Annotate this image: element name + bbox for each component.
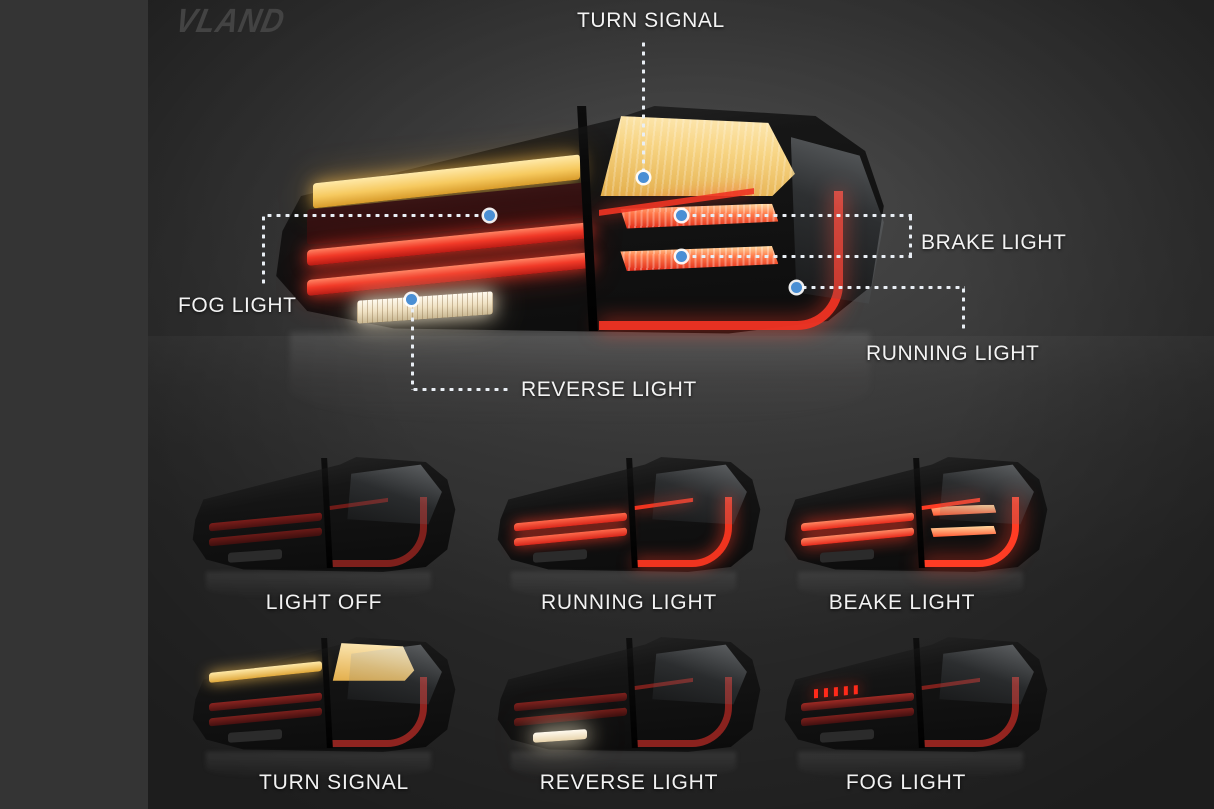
thumbnail-light-off <box>190 452 458 598</box>
thumb-brake-led-upper <box>930 504 997 516</box>
left-margin-band <box>0 0 148 809</box>
callout-dot-running-light <box>791 282 802 293</box>
thumb-reflection <box>206 572 432 598</box>
leader-line-fog-vert <box>262 214 265 288</box>
thumb-reflection <box>798 752 1024 778</box>
running-light-outline <box>598 191 844 330</box>
vland-watermark-logo: VLAND <box>172 2 289 40</box>
thumbnail-caption-reverse-light: REVERSE LIGHT <box>539 771 719 794</box>
thumbnail-running-light <box>495 452 763 598</box>
thumb-corner-lens <box>347 464 442 525</box>
thumb-running-outline <box>634 497 733 567</box>
leader-line-running-vert <box>962 286 965 332</box>
callout-dot-fog-light <box>484 210 495 221</box>
thumb-gloss <box>192 637 456 752</box>
thumb-corner-lens <box>652 644 747 705</box>
callout-label-turn-signal: TURN SIGNAL <box>577 9 725 32</box>
hero-taillight-image <box>270 96 890 346</box>
thumb-running-outline <box>634 677 733 747</box>
thumb-reflection <box>511 752 737 778</box>
thumb-corner-lens <box>939 644 1034 705</box>
lens-gloss-highlight <box>276 106 884 334</box>
thumb-corner-lens <box>652 464 747 525</box>
turn-signal-outer-panel <box>600 116 795 196</box>
thumb-running-outline <box>329 677 428 747</box>
thumbnail-caption-running-light: RUNNING LIGHT <box>540 591 718 614</box>
callout-label-reverse-light: REVERSE LIGHT <box>521 378 697 401</box>
thumb-running-outline <box>921 677 1020 747</box>
thumb-reflection <box>206 752 432 778</box>
thumb-running-outline <box>921 497 1020 567</box>
leader-line-fog-horz <box>265 214 493 217</box>
hero-lamp-assembly <box>270 96 890 346</box>
thumbnail-reverse-light <box>495 632 763 778</box>
thumb-gloss <box>784 457 1048 572</box>
thumbnail-caption-turn-signal: TURN SIGNAL <box>259 771 409 794</box>
thumb-corner-lens <box>939 464 1034 525</box>
callout-dot-brake-lower <box>676 251 687 262</box>
leader-line-brake-vert <box>909 214 912 256</box>
thumbnail-fog-light <box>782 632 1050 778</box>
thumbnail-caption-light-off: LIGHT OFF <box>265 591 383 614</box>
leader-line-reverse-horz <box>411 388 511 391</box>
thumbnail-turn-signal <box>190 632 458 778</box>
callout-label-fog-light: FOG LIGHT <box>178 294 297 317</box>
leader-line-brake-bottom <box>690 255 912 258</box>
thumb-gloss <box>784 637 1048 752</box>
leader-line-reverse-vert <box>411 306 414 390</box>
thumb-reflection <box>798 572 1024 598</box>
thumb-gloss <box>192 457 456 572</box>
leader-line-running-horz <box>800 286 965 289</box>
thumb-turn-outer-panel <box>332 643 415 681</box>
thumb-running-outline <box>329 497 428 567</box>
thumb-gloss <box>497 457 761 572</box>
callout-dot-reverse-light <box>406 294 417 305</box>
thumb-brake-led-lower <box>930 525 997 537</box>
leader-line-brake-top <box>690 214 912 217</box>
thumb-reflection <box>511 572 737 598</box>
callout-label-brake-light: BRAKE LIGHT <box>921 231 1067 254</box>
callout-label-running-light: RUNNING LIGHT <box>866 342 1040 365</box>
callout-dot-turn-signal <box>638 172 649 183</box>
thumb-corner-lens <box>347 644 442 705</box>
leader-line-turn-signal <box>642 40 645 180</box>
callout-dot-brake-upper <box>676 210 687 221</box>
thumbnail-caption-beake-light: BEAKE LIGHT <box>828 591 976 614</box>
thumbnail-caption-fog-light: FOG LIGHT <box>845 771 967 794</box>
thumb-gloss <box>497 637 761 752</box>
thumbnail-beake-light <box>782 452 1050 598</box>
